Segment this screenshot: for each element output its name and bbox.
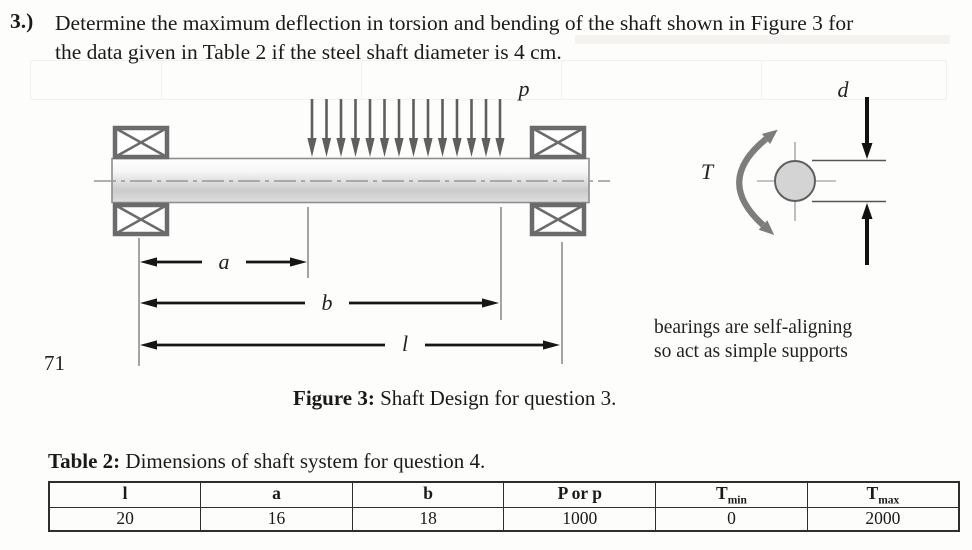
figure-caption: Figure 3: Shaft Design for question 3. [293, 386, 616, 411]
table-header-a: a [200, 481, 353, 508]
figure-caption-text: Shaft Design for question 3. [374, 386, 617, 410]
problem-number: 3.) [10, 9, 34, 33]
scan-artifact [161, 61, 162, 99]
table-value-tmin: 0 [655, 506, 808, 531]
table-caption-label: Table 2: [48, 449, 121, 473]
table-header-tmax: Tmax [806, 481, 960, 508]
dim-l-label: l [401, 331, 409, 356]
problem-text-line2: the data given in Table 2 if the steel s… [55, 39, 562, 64]
shaft-figure [94, 97, 886, 366]
table-value-a: 16 [200, 506, 353, 531]
page-number: 71 [44, 351, 65, 375]
figure-caption-label: Figure 3: [293, 386, 375, 410]
dim-b-label: b [321, 290, 333, 315]
dimensions-table: l a b P or p Tmin Tmax 20 16 18 1000 0 2… [48, 481, 960, 532]
bearings-note-line2: so act as simple supports [654, 340, 848, 362]
scan-artifact [561, 61, 562, 99]
bearings-note-line1: bearings are self-aligning [654, 317, 853, 338]
table-header-b: b [351, 481, 505, 508]
problem-text: Determine the maximum deflection in tors… [55, 9, 853, 66]
dimension-b [140, 298, 499, 308]
diameter-dimension [812, 97, 886, 265]
table-value-p: 1000 [503, 506, 657, 531]
table-row: 20 16 18 1000 0 2000 [48, 506, 960, 531]
table-caption: Table 2: Dimensions of shaft system for … [48, 449, 485, 474]
torque-arrow [736, 129, 778, 235]
bearing-left-bottom [112, 202, 170, 237]
diameter-label: d [837, 77, 849, 102]
table-value-b: 18 [351, 506, 505, 531]
table-header-tmin: Tmin [655, 481, 808, 508]
problem-text-line1: Determine the maximum deflection in tors… [55, 11, 854, 35]
problem-statement: 3.) Determine the maximum deflection in … [10, 9, 853, 66]
bearing-right-bottom [529, 202, 587, 237]
dim-a-label: a [218, 249, 230, 274]
bearings-note: bearings are self-aligning so act as sim… [654, 316, 852, 363]
table-header-p: P or p [503, 481, 657, 508]
table-value-l: 20 [48, 506, 202, 531]
scan-artifact [30, 60, 947, 100]
dimension-l [140, 340, 560, 350]
table-header-row: l a b P or p Tmin Tmax [48, 481, 960, 508]
shaft-cross-section [757, 142, 836, 221]
torque-label: T [700, 159, 714, 184]
table-caption-text: Dimensions of shaft system for question … [120, 449, 486, 473]
dimension-a [140, 257, 307, 267]
extension-lines [138, 207, 563, 366]
table-header-l: l [48, 481, 202, 508]
scan-artifact [761, 61, 762, 99]
scan-artifact [575, 35, 950, 44]
bearing-right-top [529, 125, 587, 160]
load-label: p [518, 76, 530, 101]
bearing-left-top [112, 125, 170, 160]
table-value-tmax: 2000 [806, 506, 960, 531]
distributed-load-arrows [306, 97, 506, 159]
scan-artifact [361, 61, 362, 99]
